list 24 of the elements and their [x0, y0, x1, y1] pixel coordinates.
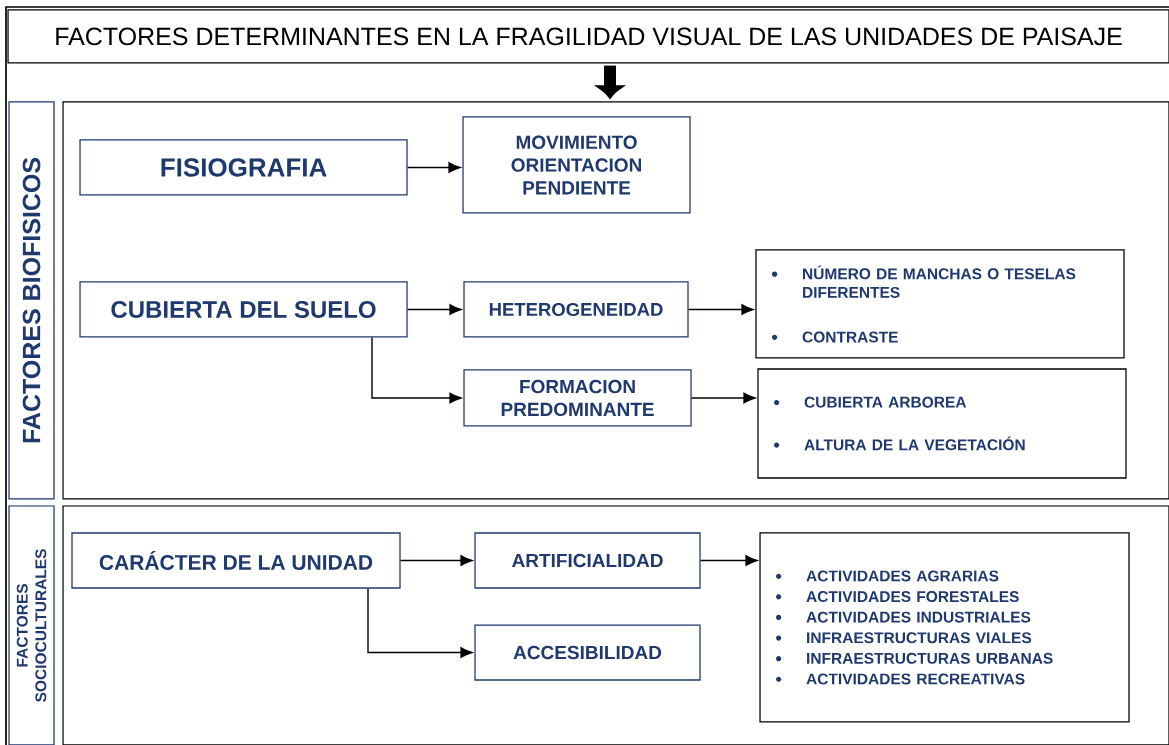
arrow	[690, 392, 756, 404]
factor-box: ARTIFICIALIDAD	[474, 532, 701, 589]
bullet-list-box: CUBIERTA ARBOREA ALTURA DE LA VEGETACIÓN	[757, 368, 1127, 479]
factor-box: ACCESIBILIDAD	[474, 624, 701, 681]
arrow	[699, 555, 758, 566]
factor-box: FORMACION PREDOMINANTE	[463, 369, 692, 427]
arrow	[406, 304, 462, 315]
factor-box: CARÁCTER DE LA UNIDAD	[71, 532, 401, 589]
elbow-arrow	[367, 587, 473, 658]
factor-box: CUBIERTA DEL SUELO	[79, 281, 408, 338]
factor-box: MOVIMIENTO ORIENTACION PENDIENTE	[462, 116, 691, 214]
panel-frame	[62, 101, 1169, 500]
arrow	[406, 162, 461, 173]
arrow	[399, 555, 473, 566]
side-label-box: FACTORES SOCIOCULTURALES	[8, 505, 55, 745]
bullet-list-box: NÚMERO DE MANCHAS O TESELAS DIFERENTES CONTRASTE	[755, 249, 1125, 359]
elbow-arrow	[371, 336, 462, 404]
arrow	[687, 304, 754, 315]
side-label-box: FACTORES BIOFISICOS	[8, 101, 55, 500]
panel-frame	[62, 505, 1169, 745]
title-bar: FACTORES DETERMINANTES EN LA FRAGILIDAD VISUAL DE LAS UNIDADES DE PAISAJE	[7, 9, 1169, 64]
factor-box: FISIOGRAFIA	[79, 139, 408, 196]
factor-box: HETEROGENEIDAD	[463, 281, 689, 338]
bullet-list-box: ACTIVIDADES AGRARIAS ACTIVIDADES FORESTALES ACTIVIDADES INDUSTRIALES INFRAESTRUCTURAS VIALES INFRAESTRUCTURAS URBANAS ACTIVIDADES RECREATIVAS	[759, 532, 1130, 723]
